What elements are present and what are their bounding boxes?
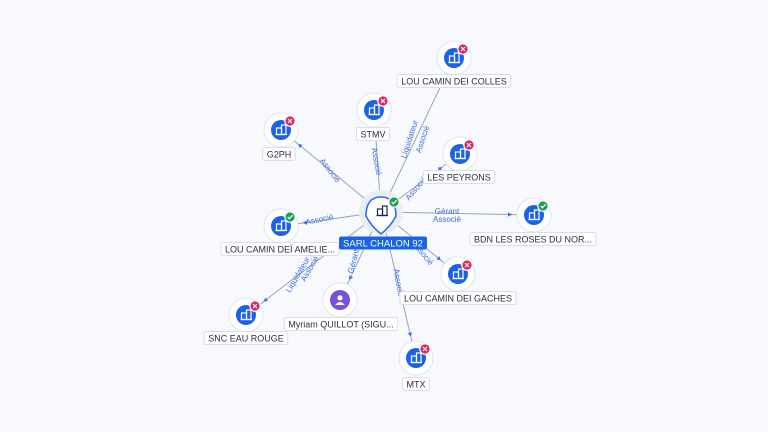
- status-closed-icon: [249, 300, 261, 312]
- edge-label: Associé: [305, 212, 335, 227]
- node-label: G2PH: [262, 147, 296, 161]
- nodes-layer: LOU CAMIN DEI COLLES STMV G2PH LES PEYRONS B…: [203, 40, 597, 391]
- building-icon: [454, 148, 466, 160]
- node-peyrons[interactable]: LES PEYRONS: [422, 136, 496, 184]
- node-label-box: [402, 377, 430, 391]
- node-eaurouge[interactable]: SNC EAU ROUGE: [203, 297, 289, 345]
- node-label-box: [422, 170, 496, 184]
- building-icon: [452, 268, 464, 280]
- status-active-icon: [284, 211, 296, 223]
- status-closed-icon: [463, 139, 475, 151]
- node-label: Myriam QUILLOT (SIGU...: [283, 317, 399, 331]
- center-label-box: [339, 236, 427, 250]
- status-closed-icon: [284, 115, 296, 127]
- status-active-icon: [537, 200, 549, 212]
- node-colles[interactable]: LOU CAMIN DEI COLLES: [396, 40, 512, 88]
- arrow-icon: [302, 220, 308, 225]
- edge-mtx: Associé: [380, 211, 417, 359]
- node-label-box: [355, 127, 391, 141]
- node-label-box: [396, 74, 512, 88]
- edge-label: Associé: [370, 147, 384, 177]
- node-bdn[interactable]: BDN LES ROSES DU NOR...: [469, 197, 597, 246]
- node-stmv[interactable]: STMV: [355, 92, 392, 141]
- node-label: LOU CAMIN DEÏ AMELIE...: [220, 242, 340, 256]
- person-icon: [335, 295, 345, 305]
- arrow-icon: [407, 332, 413, 337]
- node-label: STMV: [355, 127, 391, 141]
- node-label-box: [262, 147, 296, 161]
- node-mtx[interactable]: MTX: [398, 340, 434, 391]
- node-label-box: [220, 242, 340, 256]
- edge-label: Gérant: [435, 207, 460, 216]
- building-icon: [275, 220, 287, 232]
- node-label-text: G2PH: [267, 150, 292, 160]
- node-label-box: [203, 331, 289, 345]
- center-label-text: SARL CHALON 92: [343, 239, 423, 250]
- status-closed-icon: [377, 95, 389, 107]
- node-label-text: LES PEYRONS: [427, 173, 491, 183]
- building-icon: [528, 209, 540, 221]
- node-label: BDN LES ROSES DU NOR...: [469, 232, 597, 246]
- status-active-icon: [388, 196, 400, 208]
- node-label-text: Myriam QUILLOT (SIGU...: [288, 320, 393, 330]
- edge-line: [245, 211, 382, 316]
- arrow-icon: [263, 297, 269, 302]
- node-label-text: SNC EAU ROUGE: [208, 334, 284, 344]
- node-gaches[interactable]: LOU CAMIN DEI GACHES: [399, 256, 517, 305]
- node-label-text: BDN LES ROSES DU NOR...: [474, 235, 592, 245]
- building-icon: [410, 352, 422, 364]
- edge-label: Gérant: [346, 248, 361, 275]
- arrow-icon: [436, 255, 441, 261]
- arrow-icon: [298, 143, 303, 149]
- status-closed-icon: [461, 259, 473, 271]
- arrow-icon: [348, 275, 353, 281]
- node-label-box: [399, 291, 517, 305]
- node-label-text: LOU CAMIN DEI GACHES: [404, 294, 512, 304]
- building-icon: [448, 52, 460, 64]
- node-quillot[interactable]: Myriam QUILLOT (SIGU...: [283, 282, 399, 331]
- building-icon: [275, 124, 287, 136]
- arrow-icon: [437, 167, 443, 172]
- node-amelie[interactable]: LOU CAMIN DEÏ AMELIE...: [220, 208, 340, 256]
- status-closed-icon: [419, 343, 431, 355]
- building-icon: [240, 309, 252, 321]
- node-label-text: LOU CAMIN DEÏ AMELIE...: [225, 245, 335, 255]
- node-label: LES PEYRONS: [422, 170, 496, 184]
- building-icon: [368, 104, 380, 116]
- node-label: LOU CAMIN DEI COLLES: [396, 74, 512, 88]
- status-closed-icon: [457, 43, 469, 55]
- node-label-text: MTX: [407, 380, 426, 390]
- node-label: MTX: [402, 377, 430, 391]
- building-icon: [376, 205, 388, 217]
- center-label: SARL CHALON 92: [339, 236, 427, 250]
- node-label-text: STMV: [360, 130, 385, 140]
- edge-label: Associé: [433, 215, 462, 224]
- node-label: SNC EAU ROUGE: [203, 331, 289, 345]
- node-label-box: [469, 232, 597, 246]
- center-node[interactable]: SARL CHALON 92: [339, 190, 427, 250]
- arrow-icon: [507, 212, 513, 217]
- node-label-box: [283, 317, 399, 331]
- node-label: LOU CAMIN DEI GACHES: [399, 291, 517, 305]
- node-g2ph[interactable]: G2PH: [262, 112, 299, 161]
- edge-label: Associé: [318, 157, 343, 185]
- node-label-text: LOU CAMIN DEI COLLES: [401, 77, 507, 87]
